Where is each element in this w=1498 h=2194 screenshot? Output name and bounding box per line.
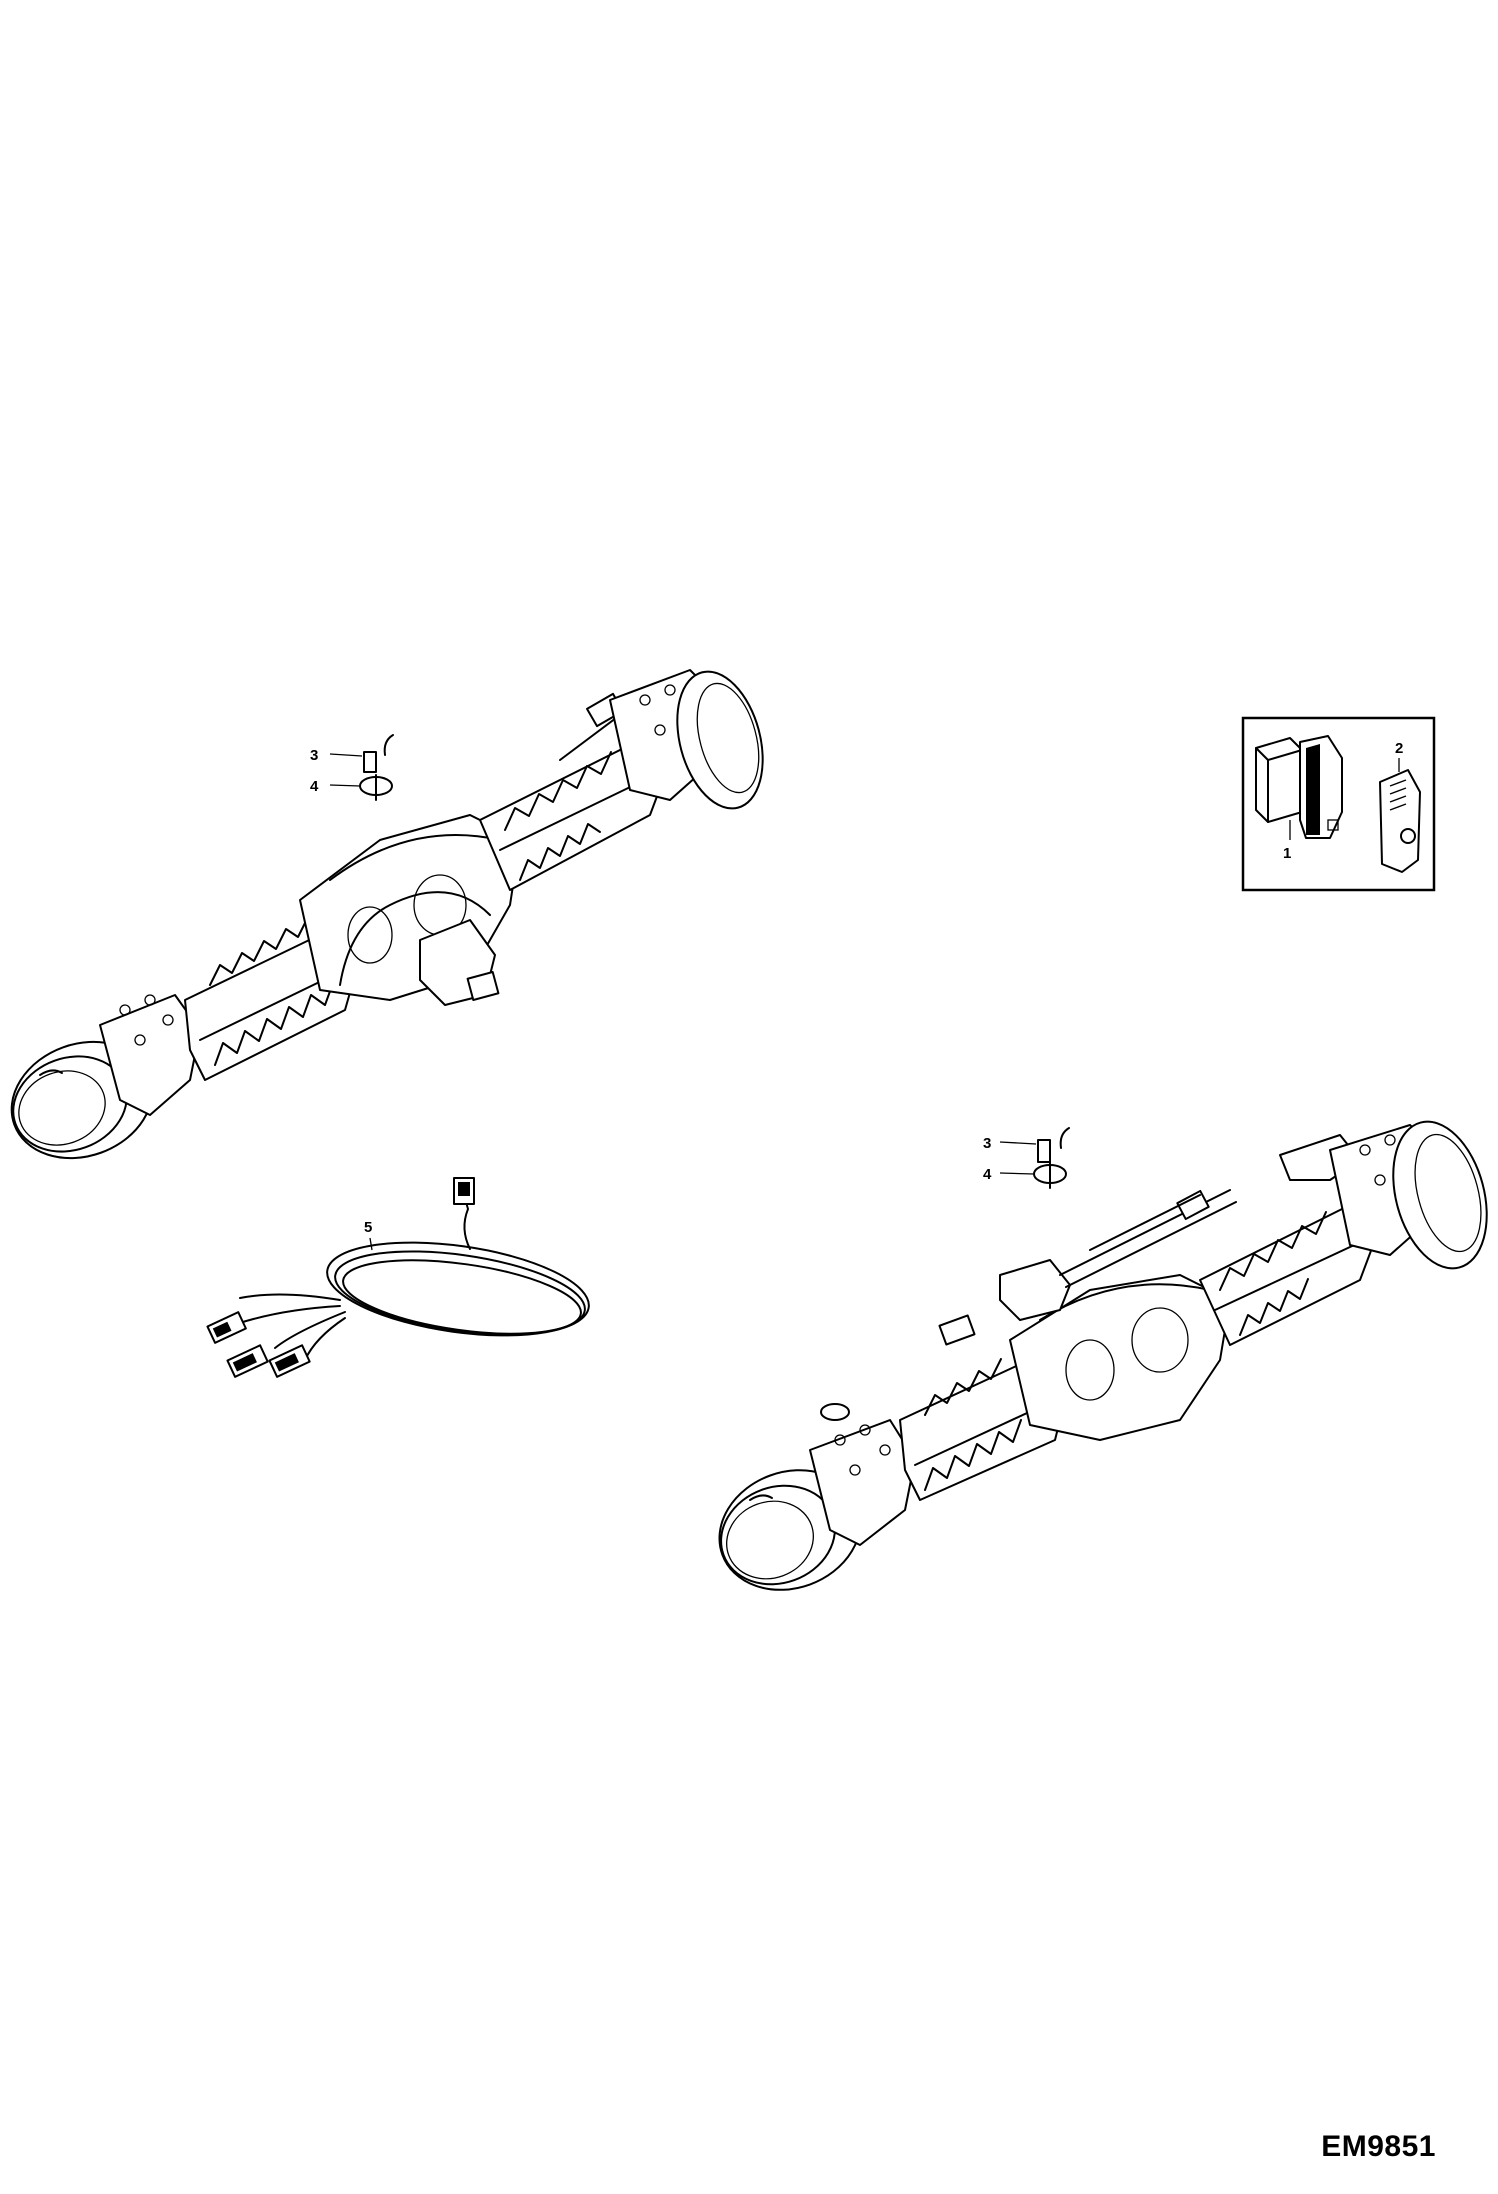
callout-4-lower: 4 (983, 1166, 992, 1183)
callout-3-lower: 3 (983, 1135, 991, 1152)
callout-1: 1 (1283, 845, 1291, 862)
wiring-harness (206, 1177, 590, 1378)
lower-axle-drawing (718, 1120, 1488, 1591)
upper-axle-drawing (10, 669, 764, 1160)
callout-4-upper: 4 (310, 778, 319, 795)
callout-3-upper: 3 (310, 747, 318, 764)
callout-5: 5 (364, 1219, 372, 1236)
callout-2: 2 (1395, 740, 1403, 757)
sensor-lower (999, 1127, 1070, 1189)
sensor-upper (329, 734, 394, 801)
switch-inset-box (1241, 716, 1436, 892)
drawing-code: EM9851 (1321, 2130, 1436, 2163)
